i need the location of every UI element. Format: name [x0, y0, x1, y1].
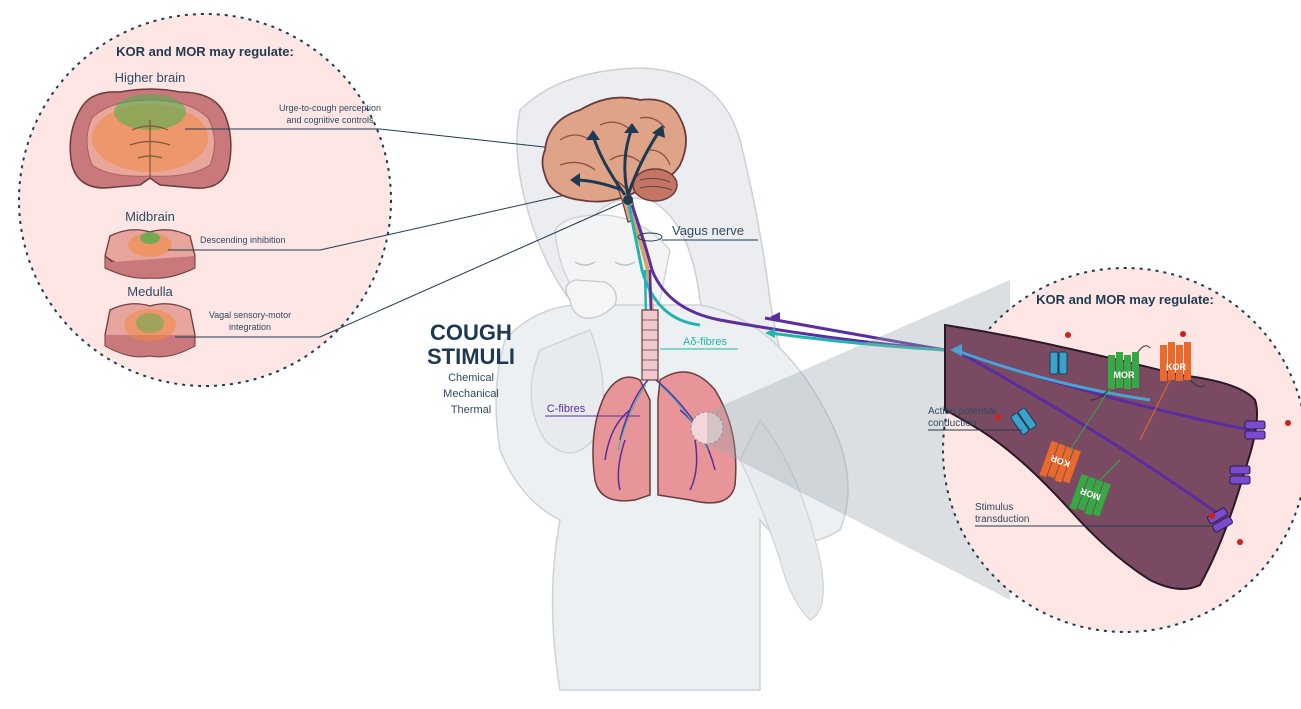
c-fibres-label: C-fibres [547, 403, 586, 415]
brainstem-node [623, 195, 633, 205]
stimuli-title-line2: STIMULI [427, 344, 515, 369]
stimulus-mechanical: Mechanical [443, 388, 499, 400]
midbrain-section-image [105, 230, 195, 279]
ligand-dot [1065, 332, 1071, 338]
ligand-dot [1285, 420, 1291, 426]
stimulus-chemical: Chemical [448, 372, 494, 384]
stimulus-transduction-line1: Stimulus [975, 502, 1013, 513]
stimuli-title-line1: COUGH [430, 320, 512, 345]
medulla-title: Medulla [127, 284, 173, 299]
right-panel-heading: KOR and MOR may regulate: [1036, 292, 1214, 307]
adelta-fibres-label: Aδ-fibres [683, 336, 728, 348]
ligand-dot [1209, 513, 1215, 519]
ligand-dot [1237, 539, 1243, 545]
stimulus-thermal: Thermal [451, 404, 491, 416]
higher-brain-desc-line2: and cognitive controls [286, 115, 374, 125]
vagus-nerve-label: Vagus nerve [672, 223, 744, 238]
action-potential-label-line2: conduction [928, 418, 976, 429]
midbrain-desc: Descending inhibition [200, 235, 286, 245]
action-potential-label-line1: Action potential [928, 406, 996, 417]
midbrain-title: Midbrain [125, 209, 175, 224]
left-panel-heading: KOR and MOR may regulate: [116, 44, 294, 59]
higher-brain-section-image [70, 89, 231, 188]
stimulus-transduction-line2: transduction [975, 514, 1029, 525]
ion-channel-top [1050, 352, 1067, 374]
medulla-section-image [105, 304, 195, 357]
medulla-desc-line1: Vagal sensory-motor [209, 310, 291, 320]
mor-label-top: MOR [1114, 370, 1135, 380]
kor-label-top: KOR [1166, 362, 1187, 372]
medulla-desc-line2: integration [229, 322, 271, 332]
higher-brain-desc-line1: Urge-to-cough perception [279, 103, 381, 113]
higher-brain-title: Higher brain [115, 70, 186, 85]
